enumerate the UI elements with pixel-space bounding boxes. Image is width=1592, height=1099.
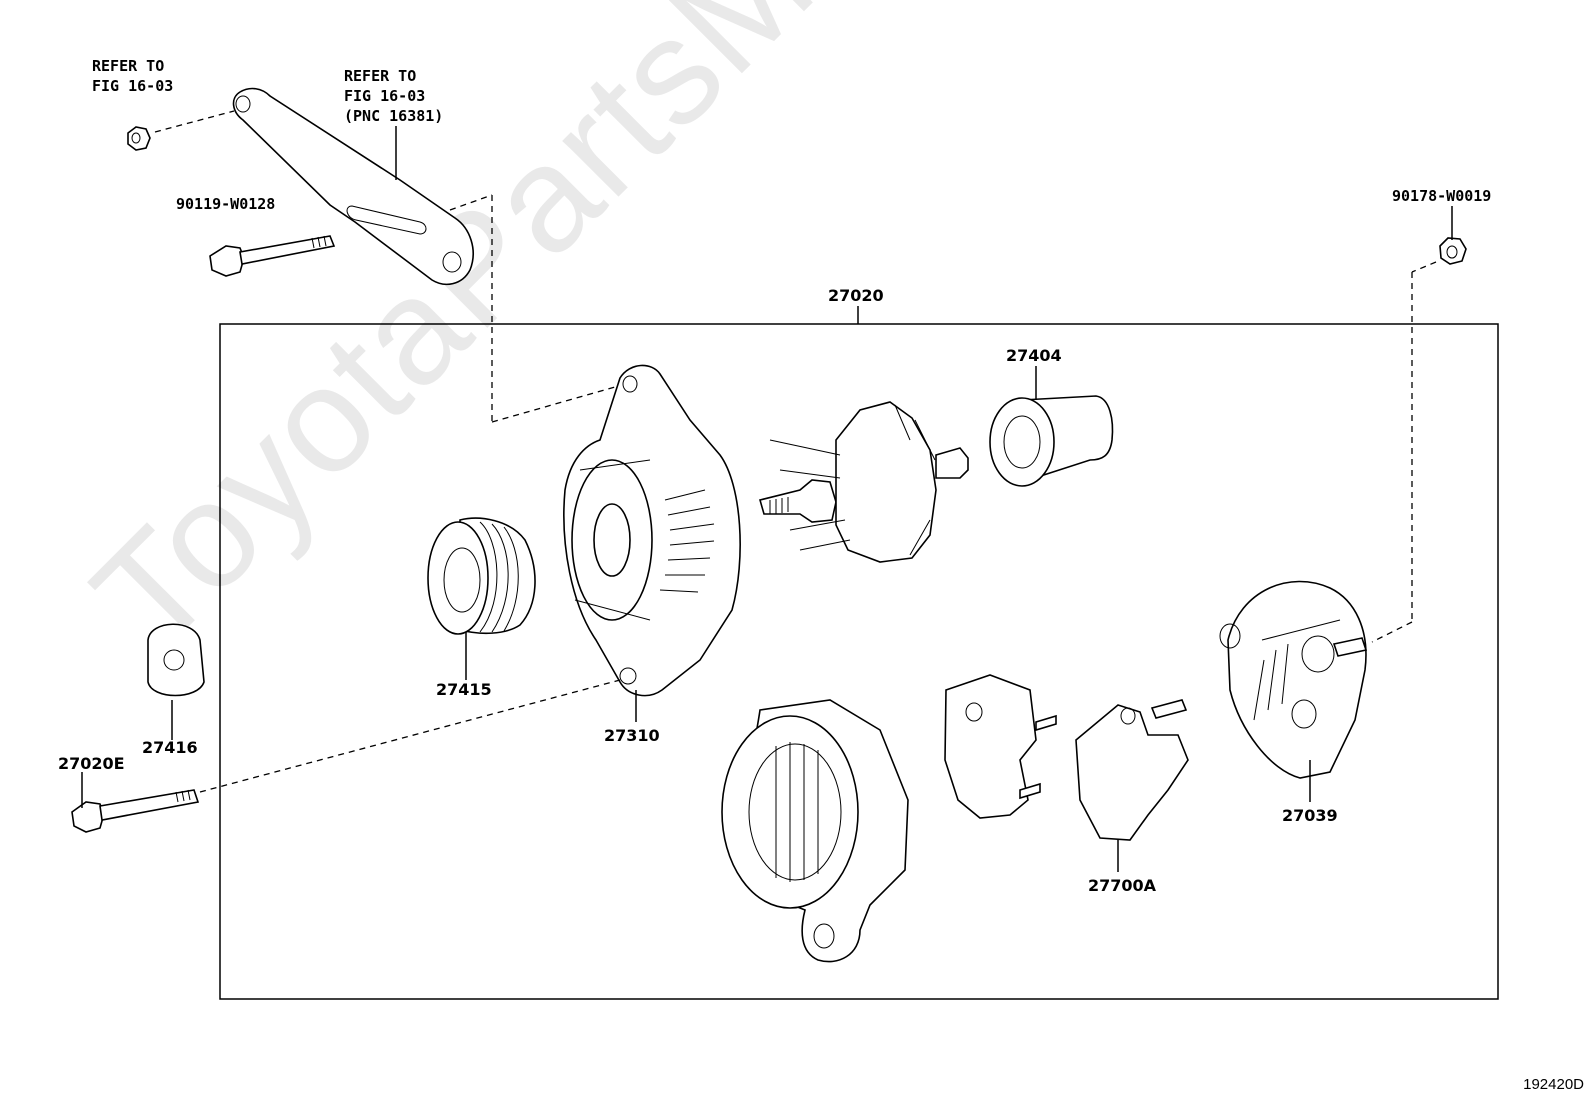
part-number-pulley[interactable]: 27415 — [436, 680, 492, 699]
part-number-nut-right[interactable]: 90178-W0019 — [1392, 187, 1492, 205]
figure-id: 192420D — [1523, 1076, 1584, 1093]
pulley — [427, 517, 536, 635]
part-number-drive-end-frame[interactable]: 27310 — [604, 726, 660, 745]
assembly-frame — [219, 323, 1499, 1000]
part-number-assembly[interactable]: 27020 — [828, 286, 884, 305]
bolt-bottom — [71, 789, 200, 833]
refer-label-bracket: REFER TO FIG 16-03 (PNC 16381) — [344, 67, 444, 125]
part-number-bearing-cover[interactable]: 27404 — [1006, 346, 1062, 365]
refer-label-nut: REFER TO FIG 16-03 — [92, 57, 174, 95]
nut-top-left — [127, 126, 151, 151]
part-number-rear-cover[interactable]: 27039 — [1282, 806, 1338, 825]
bolt-top — [209, 235, 336, 277]
rear-cover — [1219, 580, 1368, 779]
regulator — [1075, 699, 1189, 841]
stator — [721, 699, 909, 963]
part-number-cap[interactable]: 27416 — [142, 738, 198, 757]
bearing-cover — [989, 395, 1114, 487]
brush-holder — [944, 674, 1057, 819]
drive-end-frame — [563, 364, 741, 697]
cap — [147, 623, 205, 697]
nut-right — [1439, 237, 1467, 265]
part-number-bolt-bottom[interactable]: 27020E — [58, 754, 125, 773]
bracket — [232, 87, 474, 286]
part-number-regulator[interactable]: 27700A — [1088, 876, 1157, 895]
part-number-bolt-top[interactable]: 90119-W0128 — [176, 195, 276, 213]
rotor — [759, 401, 969, 563]
